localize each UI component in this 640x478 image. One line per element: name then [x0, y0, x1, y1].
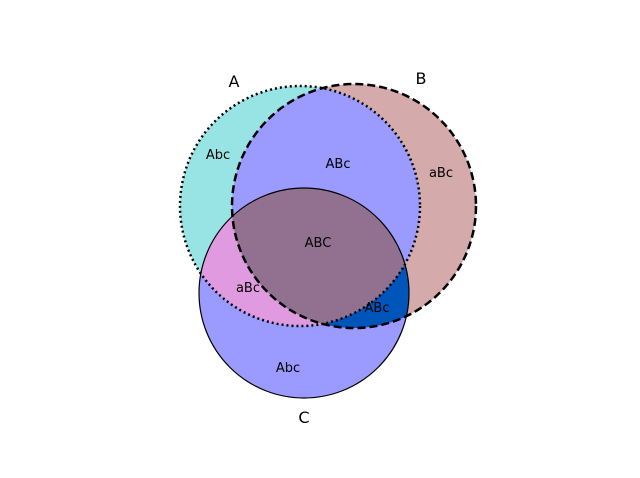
set-a-outline [178, 84, 422, 328]
region-label-ac: aBc [236, 281, 260, 296]
set-b-outline [230, 82, 478, 330]
set-label-a: A [229, 72, 240, 91]
set-label-c: C [298, 408, 309, 427]
region-label-a-only: Abc [206, 148, 230, 163]
region-label-abc: ABC [305, 236, 332, 251]
region-label-b-only: aBc [429, 166, 453, 181]
region-abc-fill [232, 188, 409, 326]
region-label-ab: ABc [326, 157, 351, 172]
set-label-b: B [416, 69, 427, 88]
region-label-bc: ABc [365, 301, 390, 316]
set-c-outline [198, 187, 410, 399]
region-label-c-only: Abc [276, 361, 300, 376]
